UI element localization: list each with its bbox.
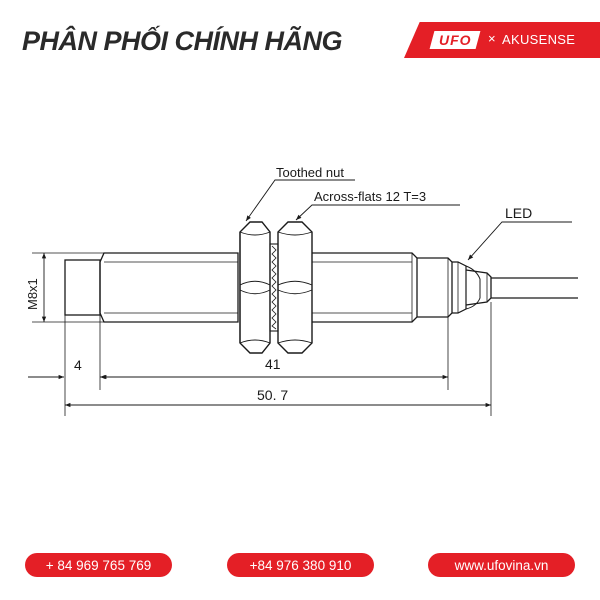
sensor-rear-housing xyxy=(417,257,467,318)
toothed-washer xyxy=(269,243,279,332)
toothed-nut-leader xyxy=(245,179,355,222)
dimension-total-label: 50. 7 xyxy=(257,387,288,403)
phone-1-pill[interactable]: + 84 969 765 769 xyxy=(25,553,172,577)
website-text: www.ufovina.vn xyxy=(454,557,549,573)
toothed-nut-label: Toothed nut xyxy=(276,165,344,180)
thread-dimension xyxy=(32,252,104,323)
headline: PHÂN PHỐI CHÍNH HÃNG xyxy=(22,26,343,56)
thread-size-label: M8x1 xyxy=(25,278,40,310)
led-leader xyxy=(467,221,572,261)
website-pill[interactable]: www.ufovina.vn xyxy=(428,553,575,577)
dimension-41-label: 41 xyxy=(265,356,281,372)
cable xyxy=(465,269,578,306)
sensor-body xyxy=(64,252,418,323)
hex-nut xyxy=(277,221,313,354)
toothed-nut xyxy=(239,221,271,354)
brand-banner: UFO × AKUSENSE xyxy=(404,22,600,58)
banner-separator: × xyxy=(488,31,496,46)
across-flats-label: Across-flats 12 T=3 xyxy=(314,189,426,204)
phone-1-text: + 84 969 765 769 xyxy=(45,557,152,573)
dimension-4-label: 4 xyxy=(74,357,82,373)
led-label: LED xyxy=(505,205,532,221)
led-indicator xyxy=(465,265,481,310)
phone-2-pill[interactable]: +84 976 380 910 xyxy=(227,553,374,577)
phone-2-text: +84 976 380 910 xyxy=(249,557,352,573)
partner-name: AKUSENSE xyxy=(502,32,576,47)
across-flats-leader xyxy=(295,204,460,221)
